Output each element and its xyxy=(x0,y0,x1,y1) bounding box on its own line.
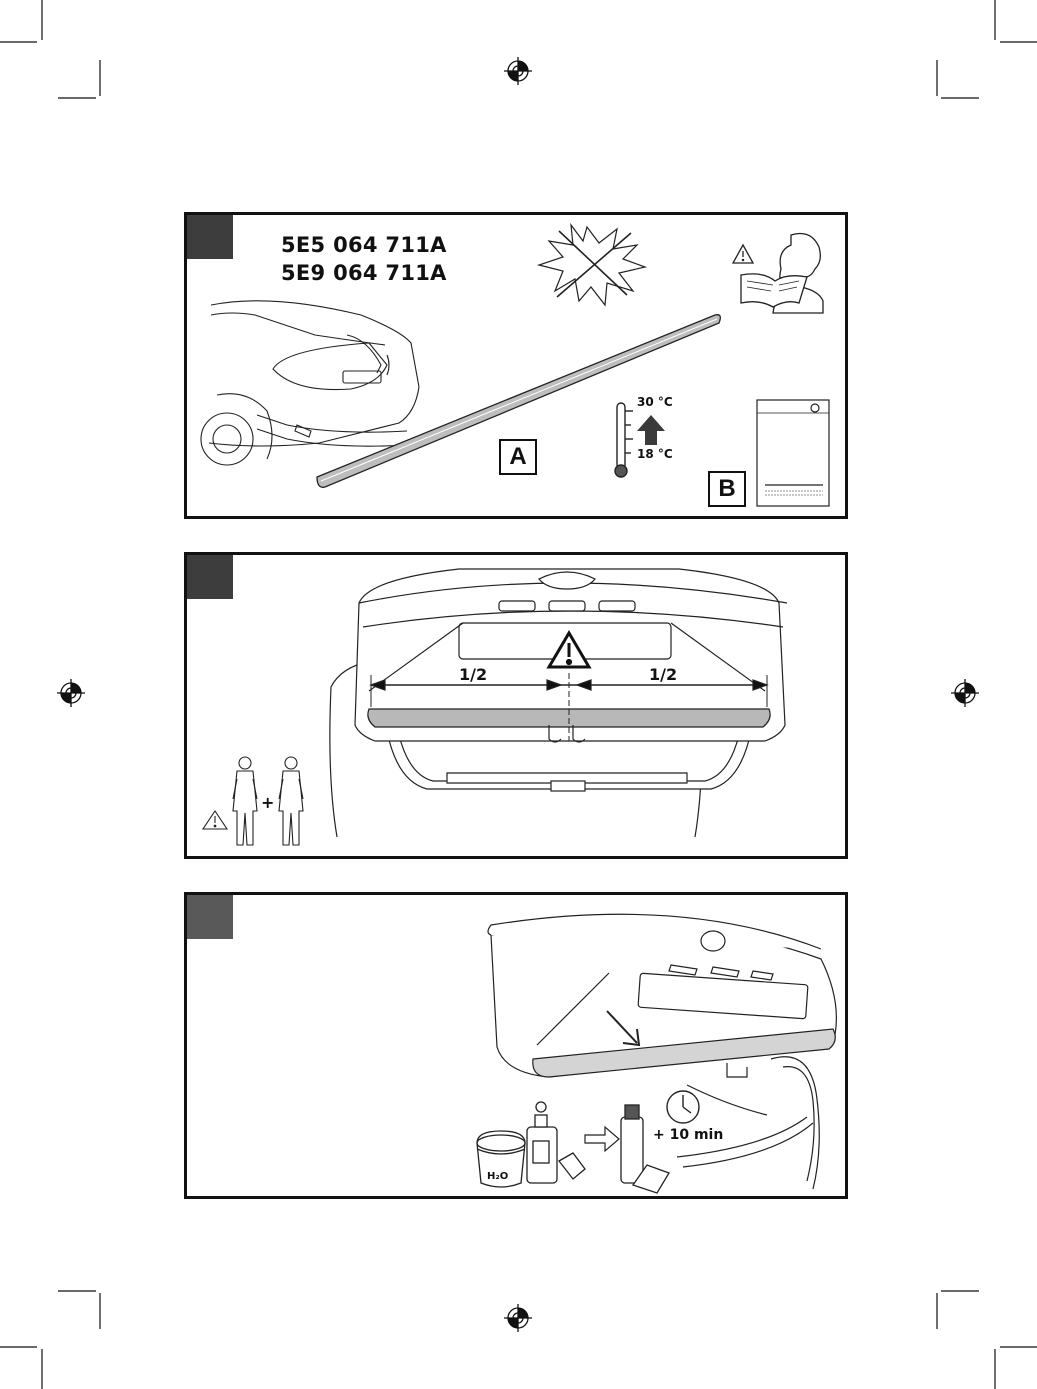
cleaner-bottle-icon xyxy=(527,1102,585,1183)
temperature-low: 18 °C xyxy=(637,447,673,461)
step-3-panel: + 10 min H₂O xyxy=(184,892,848,1199)
open-trunk-illustration xyxy=(330,569,787,837)
booklet-icon xyxy=(757,400,829,506)
plus-sign: + xyxy=(261,793,274,812)
panel-3-illustration xyxy=(187,895,848,1199)
step-1-panel: 5E5 064 711A 5E9 064 711A xyxy=(184,212,848,519)
left-half-label: 1/2 xyxy=(459,665,487,684)
temperature-high: 30 °C xyxy=(637,395,673,409)
h2o-label: H₂O xyxy=(487,1171,508,1182)
panel-2-illustration xyxy=(187,555,848,859)
step-2-panel: 1/2 1/2 + xyxy=(184,552,848,859)
read-manual-icon xyxy=(733,234,823,314)
right-half-label: 1/2 xyxy=(649,665,677,684)
clock-icon xyxy=(667,1091,699,1123)
label-a: A xyxy=(499,439,537,475)
car-rear-illustration xyxy=(201,301,419,465)
process-arrow-icon xyxy=(585,1127,619,1151)
thermometer-icon xyxy=(615,403,665,477)
two-persons-icon xyxy=(203,757,303,845)
no-sun-icon xyxy=(539,225,645,305)
primer-bottle-icon xyxy=(621,1105,669,1193)
wait-time-label: + 10 min xyxy=(653,1127,723,1143)
label-b: B xyxy=(708,471,746,507)
